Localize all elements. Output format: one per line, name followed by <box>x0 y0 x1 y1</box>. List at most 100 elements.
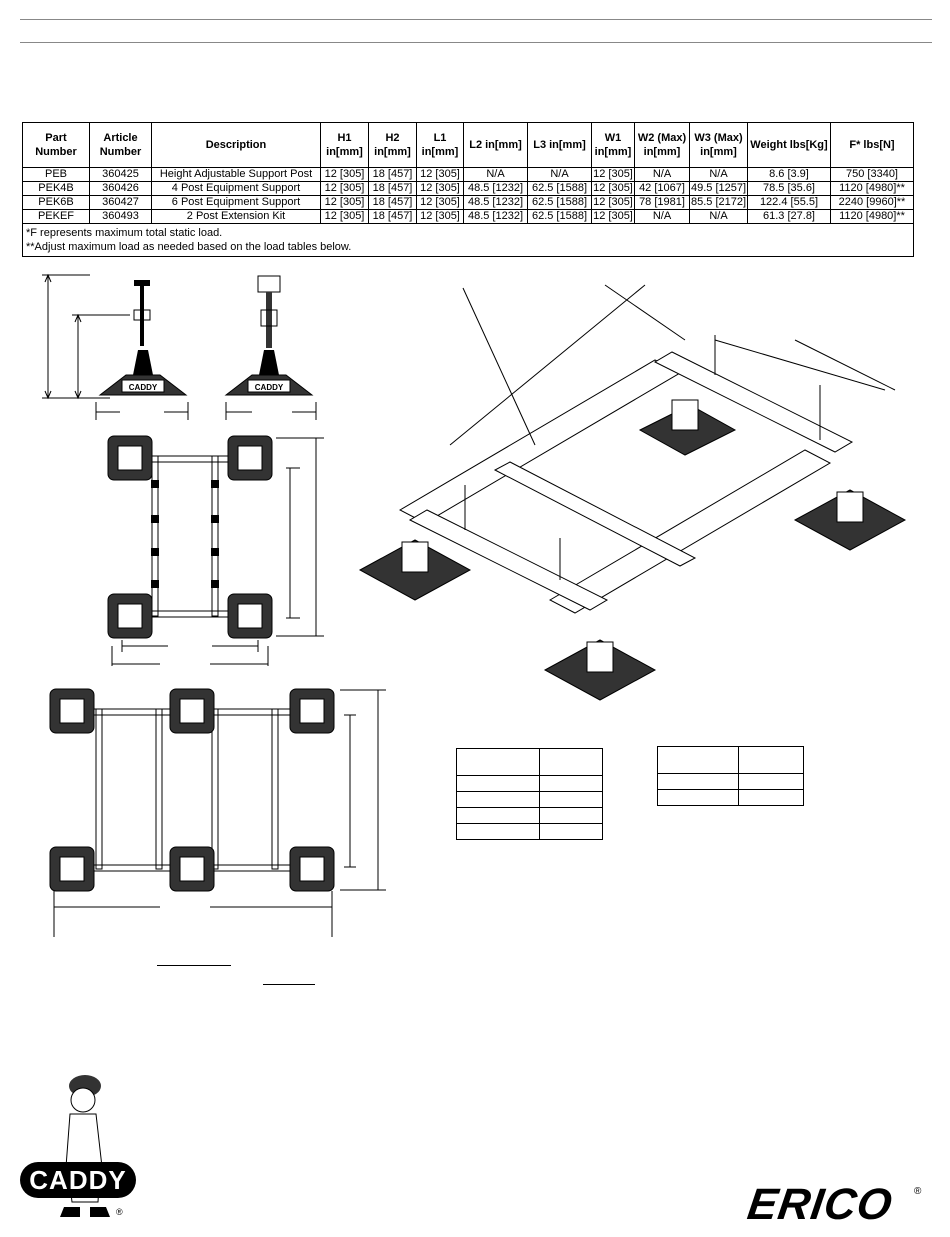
table-row <box>456 823 603 840</box>
table-row <box>657 746 804 774</box>
table-cell: 78 [1981] <box>634 195 690 210</box>
table-row: PEB 360425 Height Adjustable Support Pos… <box>22 167 914 182</box>
table-cell: 12 [305] <box>320 181 369 196</box>
table-cell: 1120 [4980]** <box>830 209 914 224</box>
table-cell: 12 [305] <box>320 167 369 182</box>
table-cell: 48.5 [1232] <box>463 181 528 196</box>
table-cell: 2 Post Extension Kit <box>151 209 321 224</box>
table-cell: N/A <box>463 167 528 182</box>
table-cell: 12 [305] <box>320 195 369 210</box>
table-cell: 360425 <box>89 167 152 182</box>
header-row: Part Number Article Number Description H… <box>22 122 914 168</box>
table-cell: 360426 <box>89 181 152 196</box>
table-cell: 18 [457] <box>368 167 417 182</box>
table-cell: N/A <box>689 167 748 182</box>
col-header: H1 in[mm] <box>320 122 369 168</box>
table-cell <box>456 807 540 824</box>
table-cell: 48.5 [1232] <box>463 209 528 224</box>
table-cell: 48.5 [1232] <box>463 195 528 210</box>
table-row <box>657 773 804 790</box>
table-cell: 61.3 [27.8] <box>747 209 831 224</box>
table-cell: 1120 [4980]** <box>830 181 914 196</box>
table-cell: 12 [305] <box>591 195 635 210</box>
table-cell <box>738 746 804 774</box>
table-cell: N/A <box>634 167 690 182</box>
table-row: PEKEF 360493 2 Post Extension Kit 12 [30… <box>22 209 914 224</box>
underline-mark <box>157 965 231 966</box>
top-rule <box>20 19 932 20</box>
col-header: L3 in[mm] <box>527 122 592 168</box>
table-cell: 750 [3340] <box>830 167 914 182</box>
isometric-assembly-drawing <box>358 284 907 701</box>
spec-table: Part Number Article Number Description H… <box>22 122 914 257</box>
table-row: PEK4B 360426 4 Post Equipment Support 12… <box>22 181 914 196</box>
table-cell: PEB <box>22 167 90 182</box>
table-cell: Height Adjustable Support Post <box>151 167 321 182</box>
table-cell: 8.6 [3.9] <box>747 167 831 182</box>
table-cell: 360493 <box>89 209 152 224</box>
table-cell: 4 Post Equipment Support <box>151 181 321 196</box>
table-cell <box>539 748 603 776</box>
col-header: H2 in[mm] <box>368 122 417 168</box>
svg-text:CADDY: CADDY <box>255 383 284 392</box>
table-cell <box>456 823 540 840</box>
table-cell: 12 [305] <box>591 167 635 182</box>
svg-text:CADDY: CADDY <box>129 383 158 392</box>
table-cell: 49.5 [1257] <box>689 181 748 196</box>
notes-row: *F represents maximum total static load.… <box>22 223 914 257</box>
table-cell: 2240 [9960]** <box>830 195 914 210</box>
table-cell <box>456 748 540 776</box>
table-cell <box>738 789 804 806</box>
col-header: Weight lbs[Kg] <box>747 122 831 168</box>
table-cell <box>456 791 540 808</box>
note-line: **Adjust maximum load as needed based on… <box>26 241 352 253</box>
table-cell: 62.5 [1588] <box>527 181 592 196</box>
table-cell <box>539 823 603 840</box>
table-cell: 18 [457] <box>368 195 417 210</box>
table-cell: 85.5 [2172] <box>689 195 748 210</box>
col-header: L1 in[mm] <box>416 122 464 168</box>
col-header: Article Number <box>89 122 152 168</box>
support-post-elevation-drawing: CADDY CADDY <box>42 273 317 420</box>
table-cell: 18 [457] <box>368 181 417 196</box>
table-cell <box>657 746 739 774</box>
caddy-logo: CADDY <box>20 1162 136 1198</box>
table-cell: 18 [457] <box>368 209 417 224</box>
table-cell: 42 [1067] <box>634 181 690 196</box>
table-cell: 12 [305] <box>416 195 464 210</box>
table-cell: PEKEF <box>22 209 90 224</box>
table-cell: 12 [305] <box>591 209 635 224</box>
table-cell: N/A <box>634 209 690 224</box>
table-cell: 12 [305] <box>416 167 464 182</box>
table-row <box>456 807 603 824</box>
table-row: PEK6B 360427 6 Post Equipment Support 12… <box>22 195 914 210</box>
six-post-plan-drawing <box>49 688 386 937</box>
table-cell: PEK4B <box>22 181 90 196</box>
col-header: F* lbs[N] <box>830 122 914 168</box>
table-row <box>456 748 603 776</box>
erico-logo: ERICO <box>744 1180 896 1229</box>
table-cell: 12 [305] <box>416 181 464 196</box>
col-header: W3 (Max) in[mm] <box>689 122 748 168</box>
table-row <box>657 789 804 806</box>
table-cell: 122.4 [55.5] <box>747 195 831 210</box>
second-rule <box>20 42 932 43</box>
table-cell: 360427 <box>89 195 152 210</box>
table-cell <box>657 773 739 790</box>
table-row <box>456 791 603 808</box>
table-cell: N/A <box>689 209 748 224</box>
table-cell: 12 [305] <box>416 209 464 224</box>
load-table-right <box>657 746 804 806</box>
col-header: Part Number <box>22 122 90 168</box>
note-line: *F represents maximum total static load. <box>26 227 223 239</box>
col-header: W2 (Max) in[mm] <box>634 122 690 168</box>
table-notes: *F represents maximum total static load.… <box>22 223 914 257</box>
table-cell: 6 Post Equipment Support <box>151 195 321 210</box>
table-cell <box>738 773 804 790</box>
table-cell <box>539 807 603 824</box>
table-cell: 78.5 [35.6] <box>747 181 831 196</box>
table-cell <box>539 791 603 808</box>
col-header: L2 in[mm] <box>463 122 528 168</box>
table-cell <box>456 775 540 792</box>
caddy-registered-mark: ® <box>116 1207 123 1217</box>
